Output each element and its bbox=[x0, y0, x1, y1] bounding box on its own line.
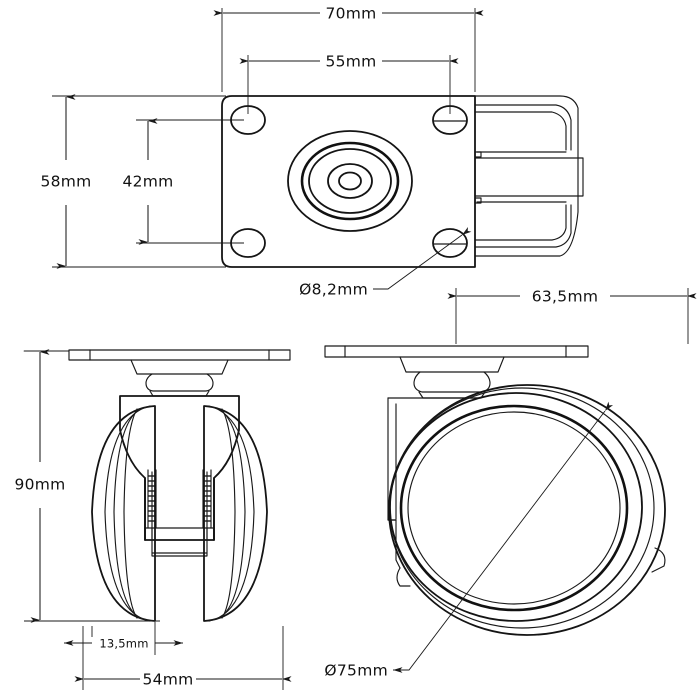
view-top-plate: 70mm 55mm 58mm 42mm Ø bbox=[40, 5, 584, 299]
front-mounting-plate bbox=[23, 349, 291, 361]
dim-label-13-5mm: 13,5mm bbox=[99, 637, 148, 651]
dim-13-5mm: 13,5mm bbox=[64, 622, 183, 655]
side-mounting-plate bbox=[324, 345, 589, 358]
dim-label-wheel-dia: Ø75mm bbox=[324, 662, 388, 680]
dim-42mm: 42mm bbox=[122, 118, 244, 245]
front-yoke-knurl bbox=[147, 469, 212, 529]
dim-54mm: 54mm bbox=[74, 626, 292, 690]
top-view-housing bbox=[474, 95, 584, 257]
dim-hole-diameter: Ø8,2mm bbox=[299, 227, 472, 299]
dim-58mm: 58mm bbox=[40, 94, 226, 269]
dim-label-63-5mm: 63,5mm bbox=[532, 288, 599, 306]
dim-wheel-diameter: Ø75mm bbox=[324, 401, 614, 680]
view-front: 90mm 13,5mm 54mm bbox=[14, 349, 292, 690]
bolt-holes bbox=[230, 105, 468, 258]
front-swivel-collar bbox=[130, 359, 229, 397]
dim-label-42mm: 42mm bbox=[122, 173, 173, 191]
dim-label-90mm: 90mm bbox=[14, 476, 65, 494]
swivel-hub-rings bbox=[287, 130, 413, 232]
view-side: 63,5mm Ø75mm bbox=[324, 288, 697, 680]
dim-63-5mm: 63,5mm bbox=[447, 288, 697, 344]
dim-55mm: 55mm bbox=[239, 53, 459, 114]
side-wheel-rings bbox=[388, 384, 666, 636]
front-yoke bbox=[119, 395, 240, 557]
top-plate-outline bbox=[221, 95, 476, 268]
dim-label-hole-dia: Ø8,2mm bbox=[299, 281, 368, 299]
front-wheel-left bbox=[91, 405, 156, 622]
dim-label-58mm: 58mm bbox=[40, 173, 91, 191]
dim-90mm: 90mm bbox=[14, 349, 160, 623]
dim-70mm: 70mm bbox=[213, 5, 484, 92]
dim-label-70mm: 70mm bbox=[325, 5, 376, 23]
dim-label-55mm: 55mm bbox=[325, 53, 376, 71]
dim-label-54mm: 54mm bbox=[142, 671, 193, 689]
side-housing-nubs bbox=[396, 547, 666, 587]
front-wheel-right bbox=[203, 405, 268, 622]
